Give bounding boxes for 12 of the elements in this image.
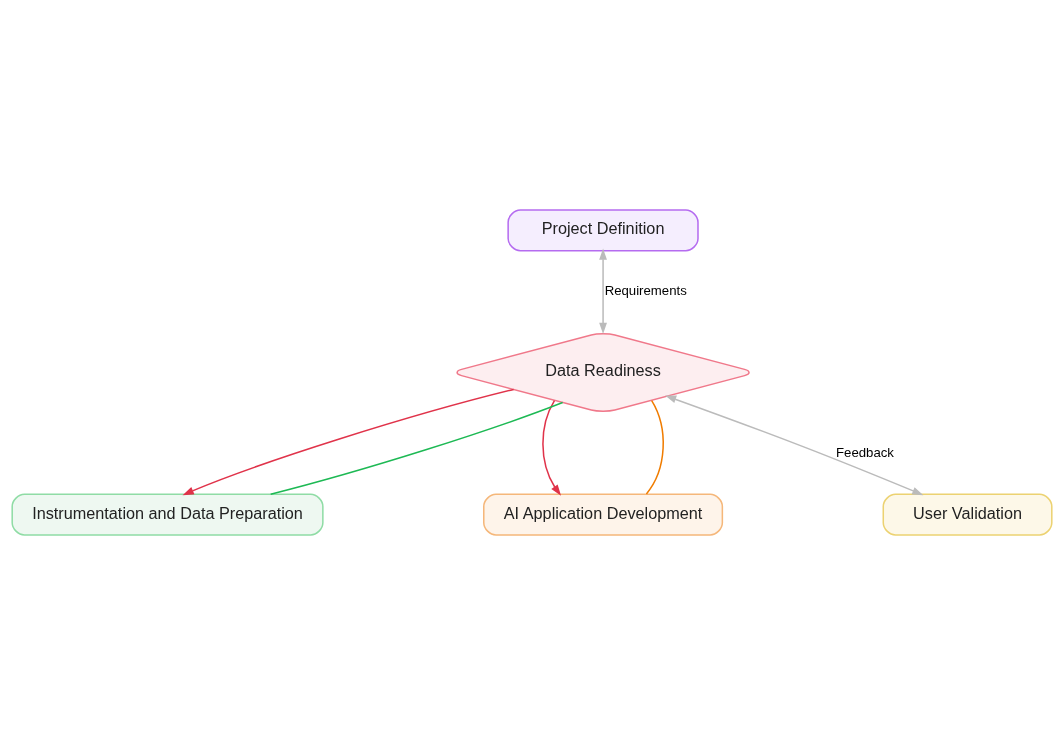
arrow [542,399,562,496]
edge-label: Requirements [604,282,687,298]
edge-label: Feedback [836,445,894,461]
node-box: AI Application Development [483,493,724,536]
node-box: Project Definition [507,209,699,252]
connector [645,399,664,495]
node-box: Instrumentation and Data Preparation [11,493,324,536]
connector [269,401,564,496]
arrow [182,388,515,496]
arrow [665,395,924,496]
arrow [599,248,607,335]
node-box: User Validation [882,493,1053,536]
